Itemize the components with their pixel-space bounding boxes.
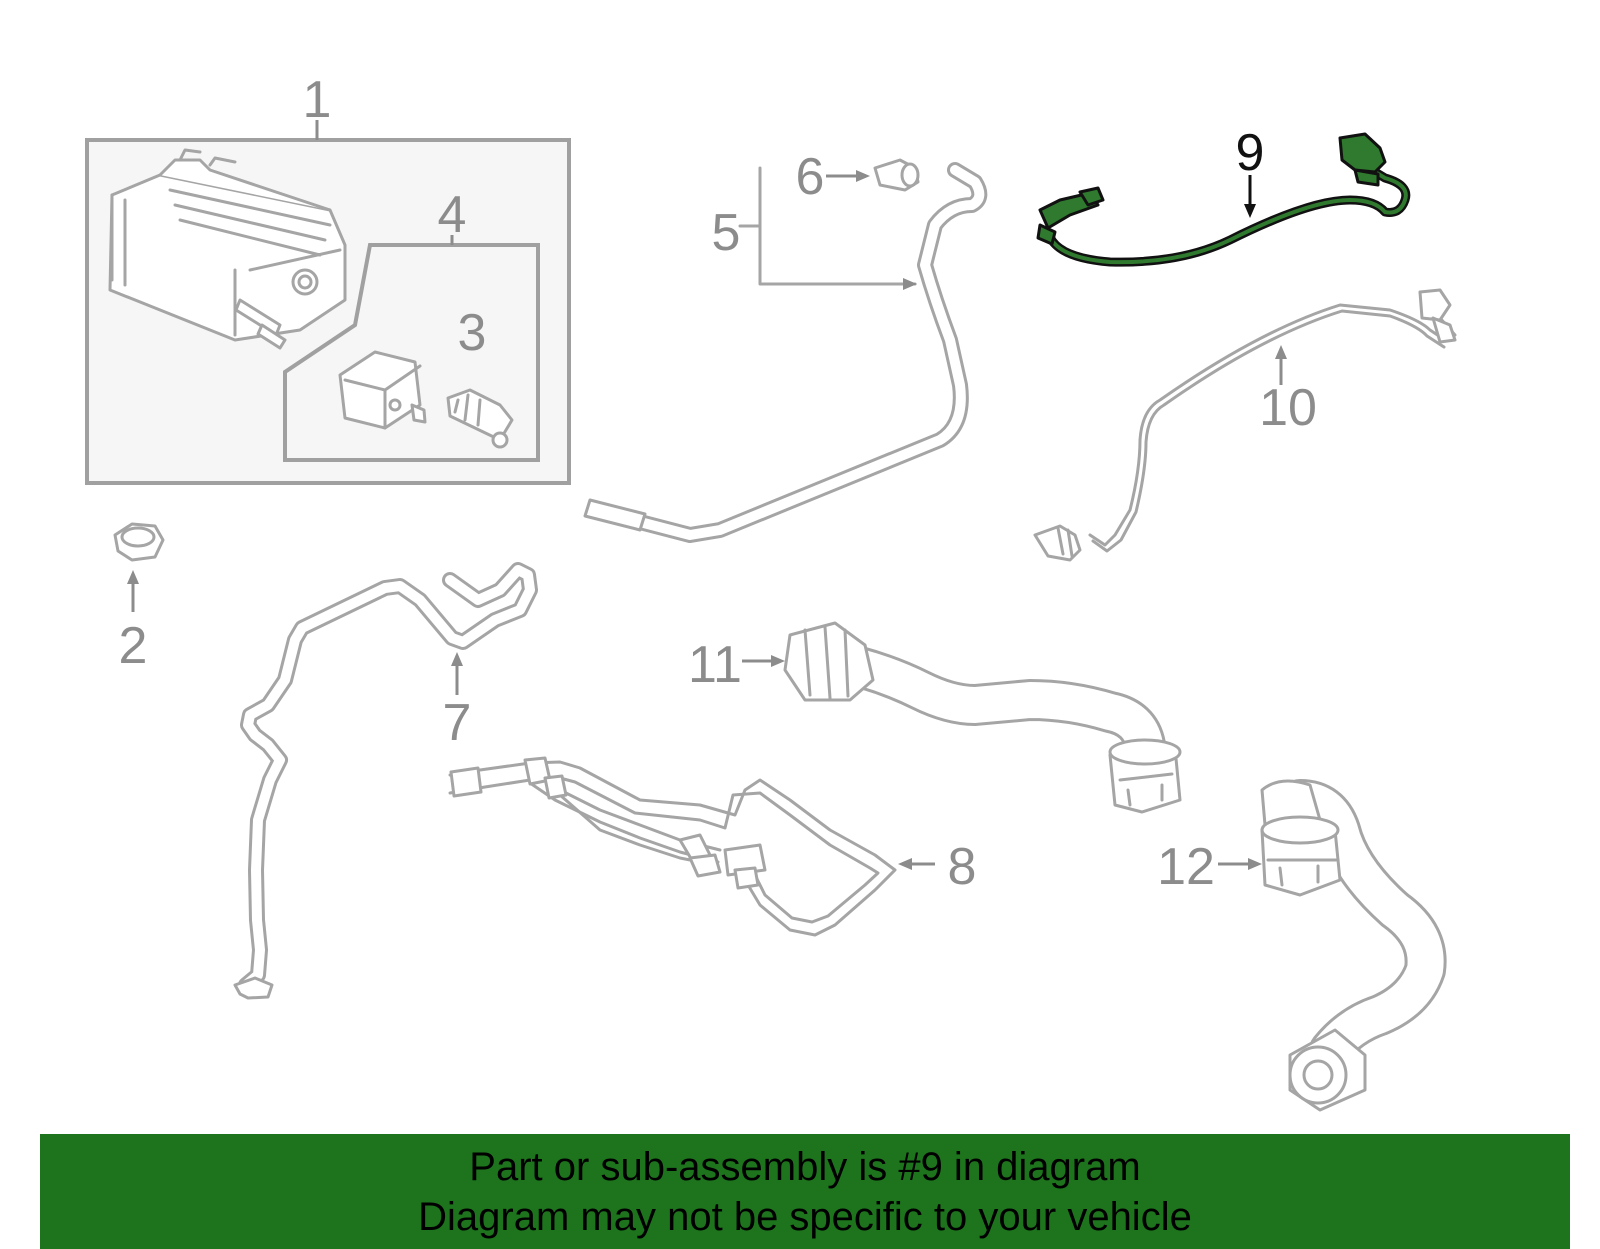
- part-12-hose[interactable]: [1218, 779, 1447, 1112]
- part-5-vapor-tube[interactable]: [583, 162, 988, 543]
- part-11-hose[interactable]: [742, 621, 1182, 814]
- part-6-connector[interactable]: [873, 158, 920, 192]
- callout-8: 8: [948, 838, 977, 896]
- info-banner: Part or sub-assembly is #9 in diagram Di…: [40, 1134, 1570, 1249]
- part-2-nut[interactable]: [113, 522, 165, 612]
- part-3-purge-solenoid[interactable]: [338, 350, 514, 449]
- banner-line-part: Part or sub-assembly is #9 in diagram: [469, 1144, 1141, 1189]
- callout-3: 3: [458, 304, 487, 362]
- part-1-canister-group[interactable]: [85, 120, 571, 485]
- part-10-oxygen-sensor-harness[interactable]: [1033, 288, 1457, 562]
- callout-2: 2: [119, 617, 148, 675]
- callout-11: 11: [688, 636, 742, 694]
- canister-illustration: [108, 148, 347, 350]
- callout-9: 9: [1236, 124, 1265, 182]
- banner-line-disclaimer: Diagram may not be specific to your vehi…: [418, 1194, 1192, 1239]
- callout-6: 6: [796, 148, 825, 206]
- part-7-vapor-tube[interactable]: [233, 562, 538, 1000]
- part-9-oxygen-sensor-harness[interactable]: [1036, 132, 1411, 267]
- callout-7: 7: [443, 694, 472, 752]
- callout-10: 10: [1259, 379, 1317, 437]
- callout-1: 1: [303, 71, 332, 129]
- callout-12: 12: [1157, 838, 1215, 896]
- callout-5: 5: [712, 204, 741, 262]
- arrow-icon: [127, 570, 139, 584]
- callout-4: 4: [438, 186, 467, 244]
- part-8-tube-assembly[interactable]: [448, 756, 935, 937]
